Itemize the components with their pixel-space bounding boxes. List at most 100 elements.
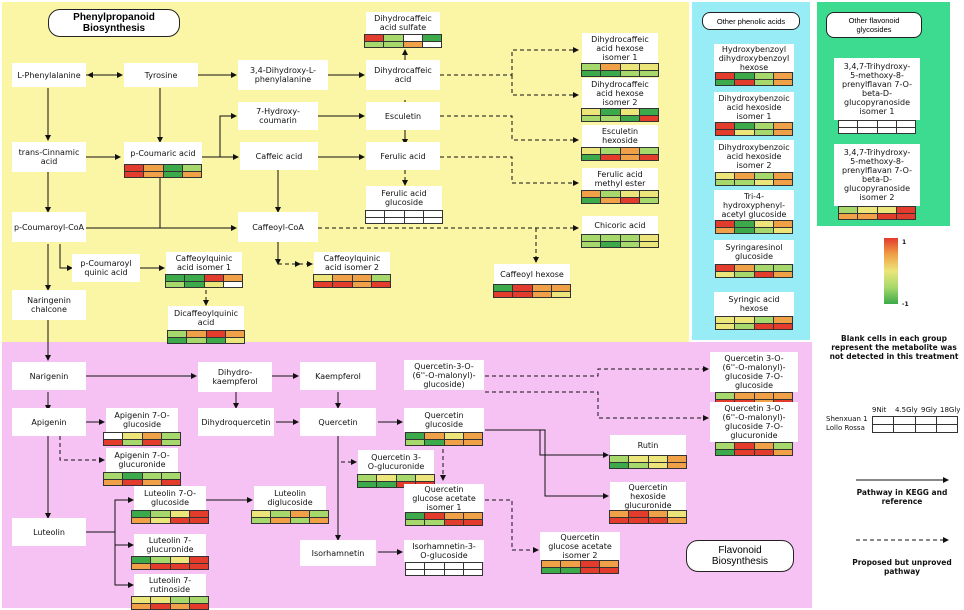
heatmap-chic <box>581 234 659 248</box>
heatmap-cell <box>610 517 630 523</box>
legend-col-2: 4.5Gly <box>895 406 918 414</box>
heatmap-cell <box>444 519 464 525</box>
heatmap-cell <box>542 567 562 573</box>
node-dhch2: Dihydrocaffeic acid hexose isomer 2 <box>582 78 658 108</box>
heatmap-cell <box>754 449 774 455</box>
heatmap-cell <box>513 285 533 291</box>
heatmap-cell <box>735 79 755 85</box>
heatmap-cell <box>601 148 621 154</box>
heatmap-cell <box>161 439 180 445</box>
heatmap-cell <box>406 513 426 519</box>
node-qhg: Quercetin hexoside glucuronide <box>610 482 686 510</box>
heatmap-cell <box>601 64 621 70</box>
node-cafh: Caffeoyl hexose <box>494 264 570 284</box>
heatmap-cell <box>144 171 164 177</box>
heatmap-cell <box>754 129 774 135</box>
heatmap-cell <box>877 127 897 133</box>
heatmap-cell <box>406 433 426 439</box>
heatmap-cell <box>415 475 434 481</box>
heatmap-cell <box>773 79 792 85</box>
heatmap-cell <box>404 211 424 217</box>
heatmap-cell <box>151 563 171 569</box>
node-qglc: Quercetin glucoside <box>404 408 484 432</box>
heatmap-cell <box>163 165 183 171</box>
heatmap-cell <box>123 433 143 439</box>
heatmap-cell <box>314 275 334 281</box>
heatmap-cell <box>896 121 915 127</box>
heatmap-cell <box>773 393 792 399</box>
heatmap-cell <box>168 337 188 343</box>
node-syra: Syringic acid hexose <box>714 292 794 316</box>
heatmap-cell <box>639 197 658 203</box>
heatmap-cell <box>599 567 618 573</box>
node-ferg: Ferulic acid glucoside <box>366 186 442 210</box>
heatmap-cell <box>170 563 190 569</box>
heatmap-cell <box>754 317 774 323</box>
heatmap-cell <box>667 462 686 468</box>
heatmap-cell <box>620 64 640 70</box>
heatmap-cell <box>639 64 658 70</box>
heatmap-cell <box>629 517 649 523</box>
heatmap-cell <box>773 179 792 185</box>
heatmap-cell <box>582 115 602 121</box>
heatmap-cell <box>582 109 602 115</box>
heatmap-cell <box>358 475 378 481</box>
node-cafcoa: Caffeoyl-CoA <box>238 212 318 242</box>
heatmap-cell <box>170 557 190 563</box>
heatmap-cell <box>629 456 649 462</box>
heatmap-cell <box>444 563 464 569</box>
heatmap-cell <box>132 597 152 603</box>
heatmap-cell <box>365 35 385 41</box>
heatmap-cell <box>142 479 162 485</box>
heatmap-cell <box>716 221 736 227</box>
node-tri: Tri-4- hydroxyphenyl- acetyl glucoside <box>714 190 794 220</box>
heatmap-cell <box>648 517 668 523</box>
legend-row-2: Lollo Rossa <box>826 424 865 432</box>
heatmap-cell <box>189 563 208 569</box>
heatmap-cell <box>142 439 162 445</box>
heatmap-pfg2 <box>838 206 916 220</box>
heatmap-cell <box>144 165 164 171</box>
heatmap-pcou <box>124 164 202 178</box>
heatmap-cell <box>716 323 736 329</box>
heatmap-cell <box>132 557 152 563</box>
heatmap-cell <box>620 241 640 247</box>
heatmap-cell <box>601 109 621 115</box>
heatmap-cell <box>551 285 570 291</box>
heatmap-cell <box>132 511 152 517</box>
heatmap-cell <box>620 191 640 197</box>
heatmap-cell <box>877 207 897 213</box>
heatmap-lutdg <box>251 510 329 524</box>
node-lutg: Luteolin 7-O- glucoside <box>134 486 206 510</box>
node-lutdg: Luteolin diglucoside <box>254 486 326 510</box>
heatmap-cell <box>463 439 482 445</box>
heatmap-cell <box>716 227 736 233</box>
heatmap-cell <box>377 481 397 487</box>
heatmap-cell <box>425 519 445 525</box>
heatmap-cell <box>601 241 621 247</box>
node-qga2: Quercetin glucose acetate isomer 2 <box>540 532 620 560</box>
heatmap-cell <box>735 323 755 329</box>
heatmap-lutgu <box>131 556 209 570</box>
heatmap-cell <box>123 479 143 485</box>
heatmap-cell <box>561 561 581 567</box>
heatmap-lutr <box>131 596 209 610</box>
node-lutr: Luteolin 7- rutinoside <box>134 574 206 596</box>
node-qmg: Quercetin-3-O- (6''-O-malonyl)- glucosid… <box>404 360 484 390</box>
heatmap-cell <box>639 109 658 115</box>
heatmap-cell <box>754 221 774 227</box>
heatmap-cell <box>185 281 205 287</box>
node-dhb1: Dihydroxybenzoic acid hexoside isomer 1 <box>714 92 794 122</box>
heatmap-cell <box>773 123 792 129</box>
heatmap-cell <box>561 567 581 573</box>
heatmap-cell <box>773 265 792 271</box>
heatmap-cell <box>170 597 190 603</box>
heatmap-cell <box>754 123 774 129</box>
flavonoid-title: Flavonoid Biosynthesis <box>686 540 794 572</box>
heatmap-cell <box>716 129 736 135</box>
heatmap-cell <box>735 271 755 277</box>
heatmap-cell <box>582 241 602 247</box>
heatmap-cell <box>104 439 124 445</box>
heatmap-cell <box>290 517 310 523</box>
